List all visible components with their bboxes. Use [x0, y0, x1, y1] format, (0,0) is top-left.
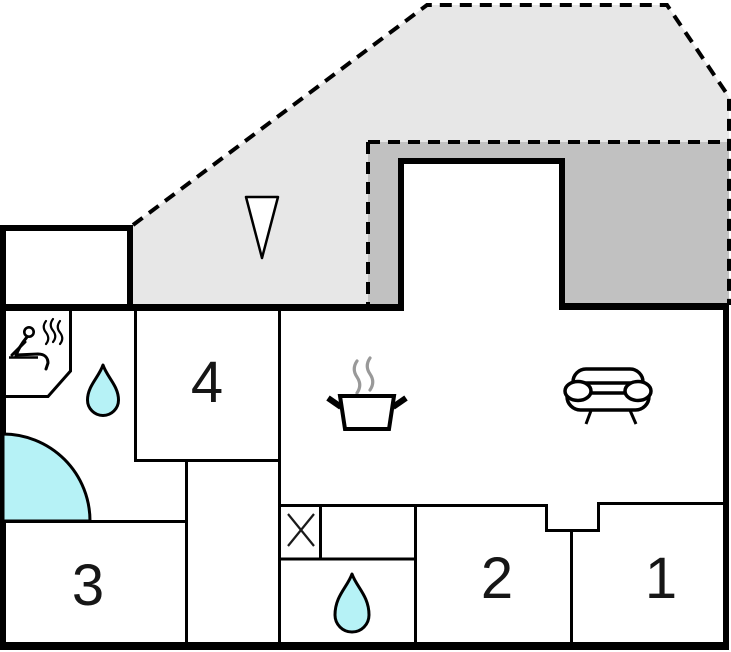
- sofa-icon: [563, 367, 653, 425]
- terrace-cutout: [398, 158, 565, 310]
- terrace-dashed-outline: [131, 3, 731, 305]
- room-label-2: 2: [480, 546, 514, 611]
- water-drop-icon: [86, 363, 120, 417]
- annex-room: [0, 225, 133, 310]
- corner-shower: [1, 432, 92, 523]
- north-arrow-icon: [244, 195, 280, 260]
- cooking-pot-icon: [326, 356, 408, 431]
- sauna-icon: [9, 317, 64, 371]
- room-label-1: 1: [644, 546, 678, 611]
- room-label-4: 4: [190, 350, 224, 415]
- room-label-3: 3: [71, 553, 105, 618]
- shower-x-icon: [287, 513, 315, 547]
- water-drop-icon: [333, 572, 371, 634]
